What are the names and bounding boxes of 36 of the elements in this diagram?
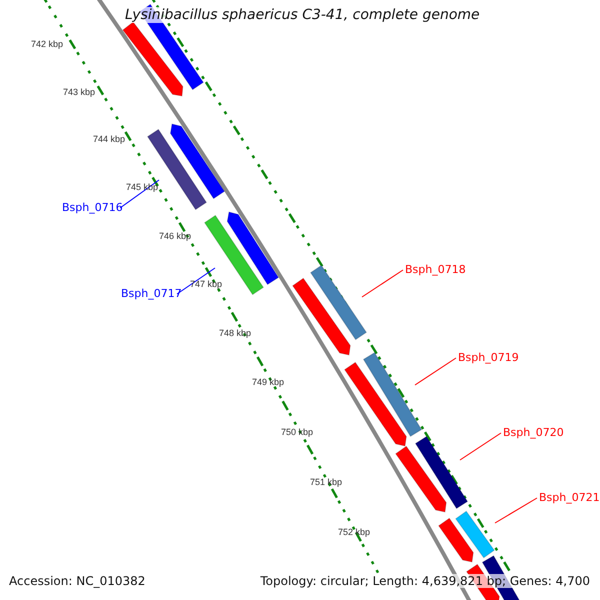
gene-feature <box>395 446 447 513</box>
gene-label: Bsph_0718 <box>405 263 466 276</box>
gene-label: Bsph_0716 <box>62 201 123 214</box>
gene-bar <box>204 214 264 296</box>
gene-feature <box>226 211 280 286</box>
gene-bar <box>455 510 495 558</box>
gene-feature <box>122 21 184 97</box>
gene-bar <box>414 436 468 510</box>
gene-label: Bsph_0719 <box>458 351 519 364</box>
tick-label: 746 kbp <box>159 231 192 241</box>
tick-label: 742 kbp <box>31 39 64 49</box>
tick-label: 744 kbp <box>93 134 126 144</box>
leader-line <box>120 180 160 208</box>
tick-label: 750 kbp <box>281 427 314 437</box>
gene-feature <box>170 123 226 200</box>
gene-bar <box>362 352 422 438</box>
gene-label: Bsph_0717 <box>121 287 182 300</box>
tick-label: 743 kbp <box>63 87 96 97</box>
gene-feature <box>344 362 407 447</box>
gene-feature <box>292 278 351 356</box>
gene-label: Bsph_0720 <box>503 426 564 439</box>
gene-label: Bsph_0721 <box>539 491 600 504</box>
footer-text: Topology: circular; Length: 4,639,821 bp; Genes: 4,700 <box>258 574 592 588</box>
leader-line <box>460 432 502 460</box>
tick-label: 747 kbp <box>190 279 222 289</box>
tick-label: 752 kbp <box>338 527 370 537</box>
leader-line <box>362 270 404 298</box>
gene-bar <box>310 264 368 340</box>
leader-line <box>414 358 456 386</box>
tick-label: 749 kbp <box>252 377 284 387</box>
leader-line <box>176 268 216 294</box>
tick-label: 751 kbp <box>310 477 342 487</box>
tick-label: 748 kbp <box>219 328 252 338</box>
gene-feature <box>438 518 474 563</box>
footer-text: Accession: NC_010382 <box>7 574 148 588</box>
leader-line <box>494 498 538 524</box>
